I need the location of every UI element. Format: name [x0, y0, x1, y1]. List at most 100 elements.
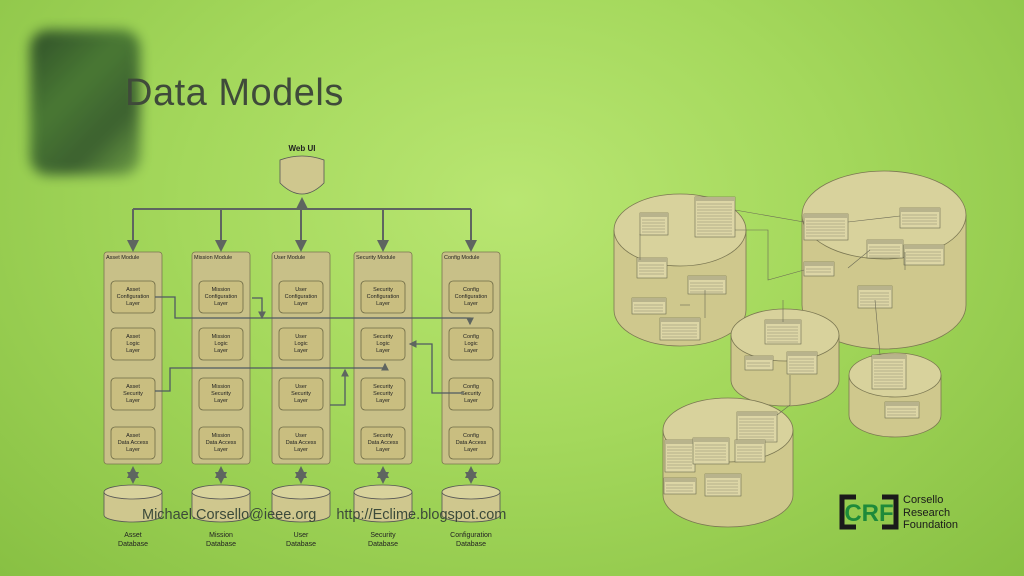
- layer-label: Configuration: [285, 294, 318, 300]
- layer-label: Security: [461, 391, 481, 397]
- layer-box: [360, 377, 406, 411]
- layer-label: Logic: [214, 341, 227, 347]
- logo-line-2: Research: [903, 506, 951, 519]
- layer-label: Configuration: [117, 294, 150, 300]
- database-label: Mission: [209, 532, 233, 539]
- layer-label: Layer: [464, 398, 478, 404]
- logo-text: Corsello Research Foundation: [903, 494, 958, 532]
- layer-label: Logic: [294, 341, 307, 347]
- layer-box: [110, 327, 156, 361]
- database-label: Database: [206, 541, 236, 548]
- schema-relation: [735, 229, 805, 281]
- logo-line-3: Foundation: [903, 519, 959, 531]
- schema-table: [764, 319, 802, 345]
- layer-label: User: [295, 384, 307, 390]
- layer-label: Config: [463, 334, 479, 340]
- layer-label: Logic: [126, 341, 139, 347]
- layer-label: Logic: [376, 341, 389, 347]
- layer-label: Layer: [464, 348, 478, 354]
- layer-label: User: [295, 287, 307, 293]
- layer-connector: [252, 297, 266, 320]
- layer-label: Data Access: [118, 440, 149, 446]
- module-header: Security Module: [356, 255, 395, 261]
- crf-logo: CRF Corsello Research Foundation: [838, 494, 978, 534]
- layer-label: Layer: [126, 348, 140, 354]
- layer-box: [448, 327, 494, 361]
- layer-label: Data Access: [286, 440, 317, 446]
- database-label: Configuration: [450, 532, 492, 539]
- slide-title: Data Models: [125, 72, 344, 114]
- layer-label: Configuration: [367, 294, 400, 300]
- layer-box: [448, 280, 494, 314]
- layer-label: Configuration: [455, 294, 488, 300]
- schema-table: [659, 317, 701, 341]
- layer-label: Configuration: [205, 294, 238, 300]
- layer-box: [198, 426, 244, 460]
- layer-label: Layer: [376, 398, 390, 404]
- layer-label: Mission: [212, 287, 231, 293]
- database-cylinder: [103, 484, 163, 523]
- module-header: Mission Module: [194, 255, 232, 261]
- database-label: User: [294, 532, 309, 539]
- layer-box: [360, 280, 406, 314]
- layer-label: User: [295, 334, 307, 340]
- layer-label: Layer: [126, 301, 140, 307]
- layer-box: [278, 327, 324, 361]
- schema-table: [663, 477, 697, 495]
- layer-box: [448, 377, 494, 411]
- layer-label: Layer: [464, 447, 478, 453]
- layer-label: Layer: [376, 301, 390, 307]
- layer-label: Layer: [214, 348, 228, 354]
- schema-table: [903, 244, 945, 266]
- logo-line-1: Corsello: [903, 494, 944, 506]
- schema-table: [636, 257, 668, 279]
- schema-table: [687, 275, 727, 295]
- schema-table: [704, 473, 742, 497]
- layer-label: Config: [463, 384, 479, 390]
- layer-label: Security: [291, 391, 311, 397]
- web-ui-shape: [279, 155, 325, 195]
- schema-table: [857, 285, 893, 309]
- schema-table: [866, 239, 904, 259]
- database-cylinder: [441, 484, 501, 523]
- web-ui-label: Web UI: [289, 144, 316, 153]
- footer-email[interactable]: Michael.Corsello@ieee.org: [142, 507, 317, 523]
- database-label: Security: [370, 532, 396, 539]
- layer-label: Layer: [294, 447, 308, 453]
- layer-box: [278, 377, 324, 411]
- footer-url[interactable]: http://Eclime.blogspot.com: [336, 507, 507, 523]
- layer-box: [278, 280, 324, 314]
- layer-label: Security: [123, 391, 143, 397]
- layer-label: Security: [373, 384, 393, 390]
- layer-label: Data Access: [456, 440, 487, 446]
- layer-label: Security: [373, 391, 393, 397]
- schema-table: [871, 354, 907, 390]
- layer-label: Layer: [294, 348, 308, 354]
- layer-label: Config: [463, 287, 479, 293]
- layer-label: Asset: [126, 433, 140, 439]
- schema-table: [664, 439, 696, 473]
- database-label: Database: [286, 541, 316, 548]
- layer-connector: [330, 368, 349, 406]
- database-cylinder: [191, 484, 251, 523]
- layer-label: Security: [211, 391, 231, 397]
- schema-relation: [874, 299, 881, 356]
- schema-table: [803, 213, 849, 241]
- layer-label: User: [295, 433, 307, 439]
- database-cylinder: [271, 484, 331, 523]
- layer-label: Asset: [126, 287, 140, 293]
- database-label: Asset: [124, 532, 142, 539]
- layer-label: Mission: [212, 433, 231, 439]
- layer-label: Layer: [126, 398, 140, 404]
- schema-table: [639, 212, 669, 236]
- crf-logo-mark: CRF: [839, 494, 899, 530]
- layer-box: [198, 327, 244, 361]
- layer-label: Data Access: [206, 440, 237, 446]
- logo-mark-text: CRF: [844, 500, 893, 527]
- layer-label: Layer: [214, 447, 228, 453]
- layer-label: Asset: [126, 384, 140, 390]
- database-cylinder: [353, 484, 413, 523]
- schema-table: [803, 261, 835, 277]
- schema-relation: [734, 209, 805, 223]
